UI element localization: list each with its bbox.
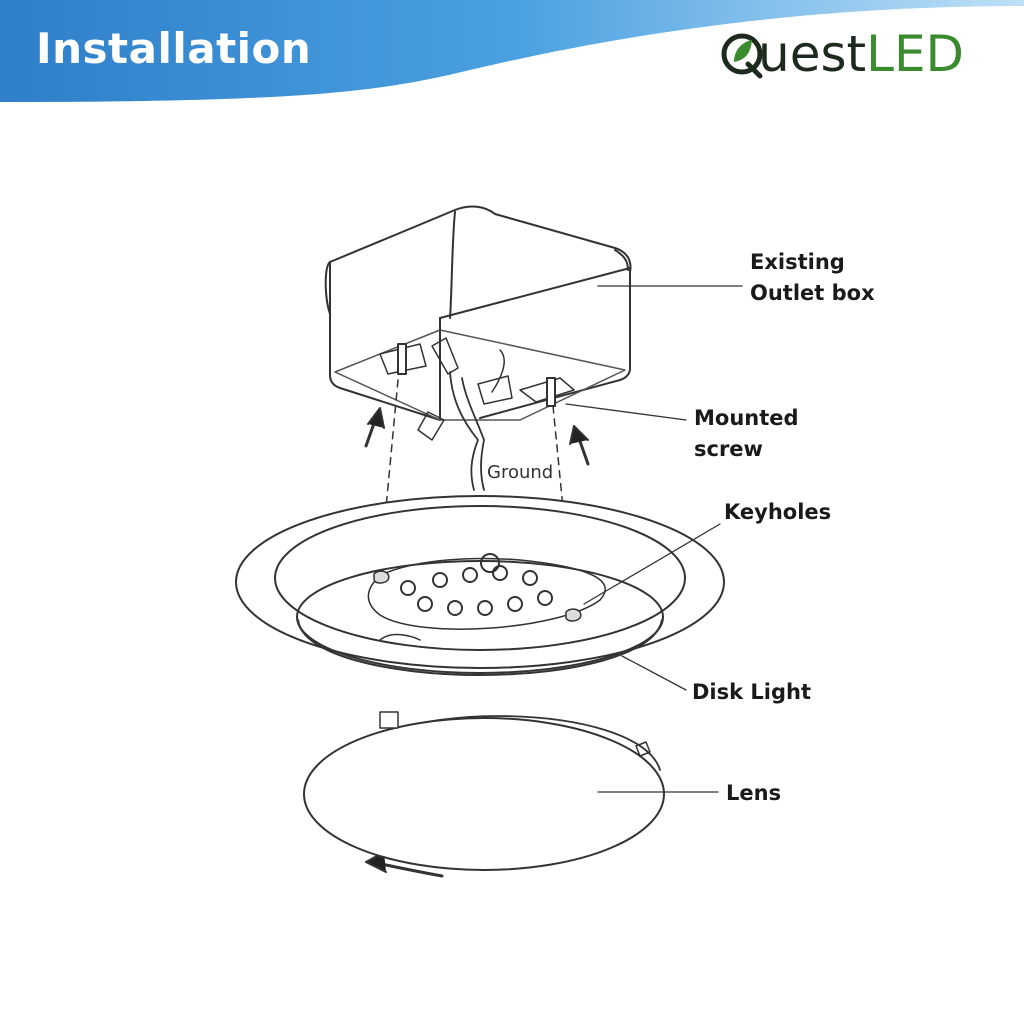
outlet-box — [324, 205, 632, 491]
label-lens: Lens — [726, 781, 782, 805]
page-title: Installation — [36, 24, 312, 73]
label-outlet-line1: Existing — [750, 250, 845, 274]
logo-led-text: LED — [866, 25, 965, 83]
label-screw-line1: Mounted — [694, 406, 799, 430]
label-outlet-line2: Outlet box — [750, 281, 875, 305]
label-ground: Ground — [487, 462, 554, 483]
leaf-q-icon — [721, 33, 763, 79]
logo-wordmark: uestLED — [758, 24, 964, 84]
label-mounted-screw: Mounted screw — [694, 403, 799, 465]
disk-light — [235, 495, 725, 676]
label-keyholes: Keyholes — [724, 500, 832, 524]
questled-logo: uestLED — [720, 24, 1010, 84]
label-screw-line2: screw — [694, 437, 763, 461]
leader-lines — [565, 285, 743, 793]
label-existing-outlet-box: Existing Outlet box — [750, 247, 875, 309]
header-banner — [0, 0, 1024, 102]
logo-quest-text: uest — [758, 25, 867, 83]
lens — [303, 711, 665, 871]
label-disk-light: Disk Light — [692, 680, 812, 704]
